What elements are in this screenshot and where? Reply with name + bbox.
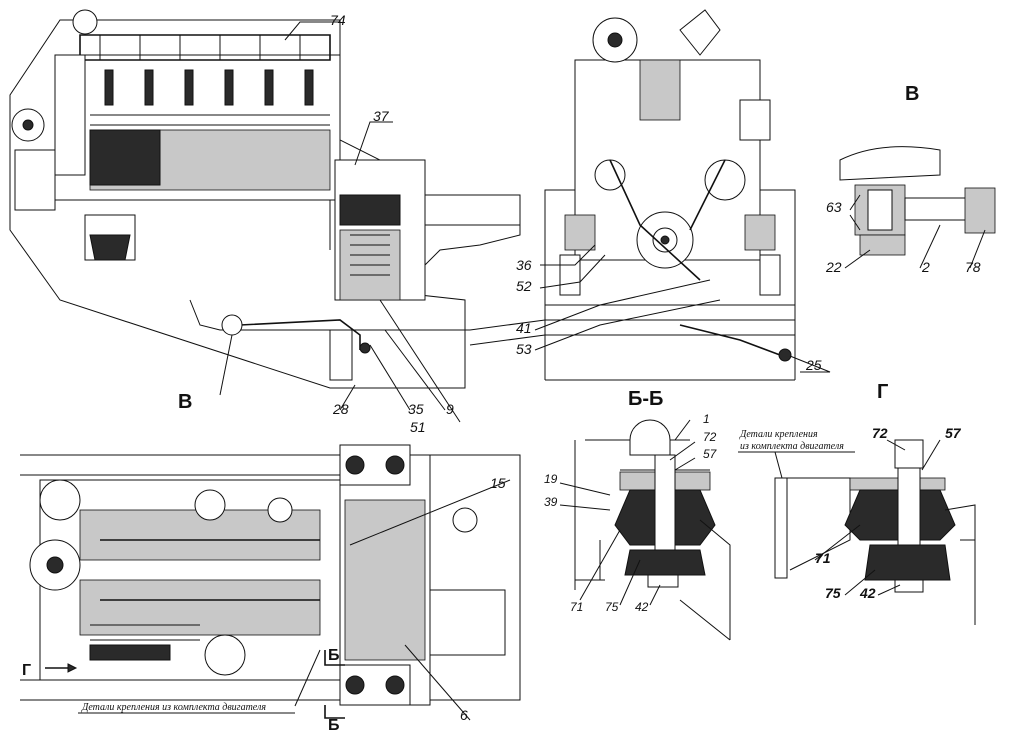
callout-1: 1 xyxy=(703,412,710,426)
view-labels: В В Б-Б Г Г Б Б xyxy=(22,83,919,734)
callout-g-42: 42 xyxy=(859,585,876,601)
section-bb-title: Б-Б xyxy=(628,388,663,410)
callout-75: 75 xyxy=(605,600,619,614)
section-bb xyxy=(559,419,731,641)
front-view-engine xyxy=(469,9,831,381)
callout-15: 15 xyxy=(490,475,506,491)
callout-28: 28 xyxy=(332,401,349,417)
callout-71: 71 xyxy=(570,600,583,614)
callout-41: 41 xyxy=(516,320,532,336)
callout-74: 74 xyxy=(330,12,346,28)
detail-v-title: В xyxy=(905,83,919,105)
note-mounting-parts-g-line2: из комплекта двигателя xyxy=(740,441,844,452)
callout-72: 72 xyxy=(703,430,717,444)
callout-g-71: 71 xyxy=(815,550,831,566)
section-mark-b-top: Б xyxy=(328,647,340,664)
callout-78: 78 xyxy=(965,259,981,275)
callout-labels: 74 37 36 52 41 53 25 28 35 9 51 15 6 1 7… xyxy=(330,12,981,723)
callout-2: 2 xyxy=(921,259,930,275)
callout-22: 22 xyxy=(825,259,842,275)
top-view-engine xyxy=(20,444,521,721)
detail-v xyxy=(839,146,996,269)
note-mounting-parts-bottom: Детали крепления из комплекта двигателя xyxy=(81,702,266,713)
callout-37: 37 xyxy=(373,108,390,124)
callout-39: 39 xyxy=(544,495,558,509)
section-mark-b-bottom: Б xyxy=(328,717,340,734)
callout-g-72: 72 xyxy=(872,425,888,441)
view-label-v-main: В xyxy=(178,391,192,413)
callout-35: 35 xyxy=(408,401,424,417)
callout-63: 63 xyxy=(826,199,842,215)
callout-6: 6 xyxy=(460,707,468,723)
notes: Детали крепления из комплекта двигателя … xyxy=(78,429,855,714)
detail-g-title: Г xyxy=(877,381,888,403)
callout-9: 9 xyxy=(446,401,454,417)
callout-52: 52 xyxy=(516,278,532,294)
callout-25: 25 xyxy=(805,357,822,373)
callout-42: 42 xyxy=(635,600,649,614)
callout-53: 53 xyxy=(516,341,532,357)
callout-g-57: 57 xyxy=(945,425,962,441)
callout-57: 57 xyxy=(703,447,718,461)
callout-g-75: 75 xyxy=(825,585,841,601)
callout-19: 19 xyxy=(544,472,558,486)
callout-51: 51 xyxy=(410,419,426,435)
detail-g xyxy=(774,439,976,625)
side-view-engine xyxy=(9,9,521,423)
view-arrow-g-label: Г xyxy=(22,662,31,679)
callout-36: 36 xyxy=(516,257,532,273)
note-mounting-parts-g-line1: Детали крепления xyxy=(739,429,818,440)
